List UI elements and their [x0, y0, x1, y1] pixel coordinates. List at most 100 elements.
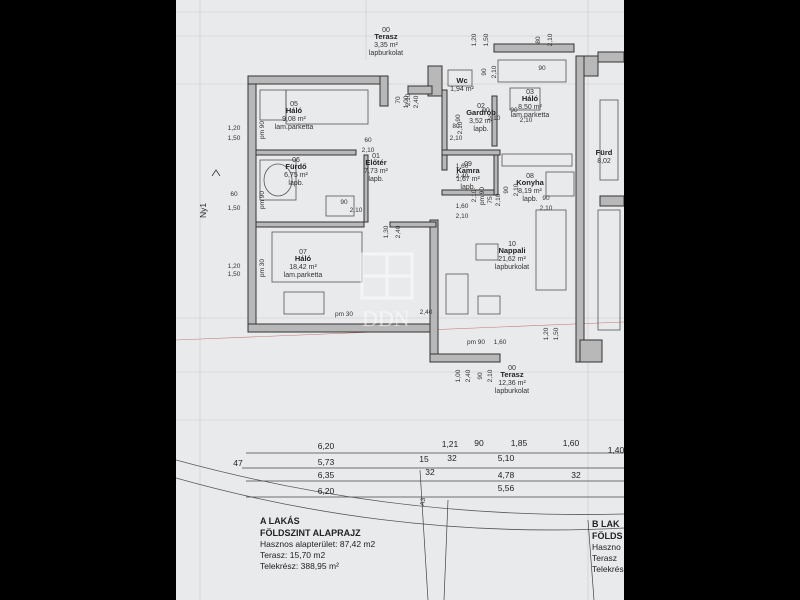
- room-name: Háló: [522, 94, 539, 103]
- opening-size: 1,30: [383, 225, 390, 238]
- room-floor: lapb.: [522, 196, 537, 203]
- room-area: 8,50 m²: [518, 104, 542, 111]
- opening-size: 2,10: [487, 369, 494, 382]
- room-area: 8,02: [597, 158, 611, 165]
- room-area: 1,94 m²: [450, 86, 474, 93]
- room-number: 02: [477, 103, 485, 110]
- opening-size: 2,10: [450, 135, 463, 142]
- opening-size: 2,40: [456, 173, 469, 180]
- dimension-value: 32: [425, 467, 435, 477]
- opening-size: 2,10: [405, 93, 412, 106]
- room-floor: lapb.: [368, 176, 383, 183]
- room-floor: lapb.: [473, 126, 488, 133]
- opening-size: 2,10: [488, 115, 501, 122]
- room-number: 00: [382, 27, 390, 34]
- opening-size: 60: [230, 191, 238, 198]
- opening-size: pm 90: [479, 187, 486, 205]
- room-floor: lapb.: [460, 184, 475, 191]
- room-name: Konyha: [516, 178, 544, 187]
- section-marker: A3: [419, 497, 427, 506]
- dimension-value: 1,40: [608, 445, 624, 455]
- opening-size: 1,50: [228, 135, 241, 142]
- room-number: 06: [292, 157, 300, 164]
- room-area: 7,73 m²: [364, 168, 388, 175]
- room-area: 21,62 m²: [498, 256, 526, 263]
- opening-size: pm 90: [259, 121, 266, 139]
- walls: [247, 43, 624, 363]
- opening-size: 1,20: [228, 125, 241, 132]
- room-number: 08: [526, 173, 534, 180]
- opening-size: 75: [487, 196, 494, 204]
- room-number: 05: [290, 101, 298, 108]
- room-name: Háló: [295, 254, 312, 263]
- room-floor: lapburkolat: [495, 388, 529, 395]
- opening-size: 80: [452, 123, 460, 130]
- opening-size: 2,10: [456, 213, 469, 220]
- dimension-value: 90: [474, 438, 484, 448]
- room-name: Előtér: [365, 158, 386, 167]
- room-area: 9,08 m²: [282, 116, 306, 123]
- title-b-unit: B LAK: [592, 519, 620, 529]
- opening-size: 1,60: [456, 203, 469, 210]
- title-b-terrace: Terasz: [592, 553, 617, 563]
- title-floor: FÖLDSZINT ALAPRAJZ: [260, 528, 361, 538]
- room-name: Fürd: [596, 148, 613, 157]
- room-area: 12,36 m²: [498, 380, 526, 387]
- dimension-value: 5,73: [318, 457, 335, 467]
- opening-size: pm 90: [467, 339, 485, 346]
- sheet-grid: [176, 0, 624, 600]
- dimension-value: 47: [233, 458, 243, 468]
- room-floor: lapb.: [288, 180, 303, 187]
- room-name: Terasz: [374, 32, 397, 41]
- opening-size: 70: [395, 96, 402, 104]
- opening-size: 90: [510, 107, 518, 114]
- dimension-value: 1,21: [442, 439, 459, 449]
- title-b-useful-area: Haszno: [592, 542, 621, 552]
- opening-size: 1,20: [471, 33, 478, 46]
- title-block-a: A LAKÁS FÖLDSZINT ALAPRAJZ Hasznos alapt…: [260, 516, 376, 571]
- opening-size: 2,10: [520, 117, 533, 124]
- dimension-value: 6,35: [318, 470, 335, 480]
- opening-size: 2,40: [420, 309, 433, 316]
- room-number: 00: [508, 365, 516, 372]
- dimension-value: 4,78: [498, 470, 515, 480]
- room-area: 8,19 m²: [518, 188, 542, 195]
- title-unit: A LAKÁS: [260, 516, 300, 526]
- dimension-value: 5,10: [498, 453, 515, 463]
- opening-size: 90: [481, 68, 488, 76]
- opening-size: 2,10: [495, 193, 502, 206]
- opening-size: 1,00: [455, 369, 462, 382]
- opening-size: 1,20: [543, 327, 550, 340]
- opening-size: 2,10: [471, 189, 478, 202]
- room-area: 3,35 m²: [374, 42, 398, 49]
- room-floor: lam.parketta: [275, 124, 314, 131]
- opening-size: 2,10: [350, 207, 363, 214]
- dimension-value: 6,20: [318, 441, 335, 451]
- opening-size: 1,00: [403, 95, 410, 108]
- room-number: 09: [464, 161, 472, 168]
- opening-size: 1,50: [553, 327, 560, 340]
- room-name: Fürdő: [285, 162, 307, 171]
- axis-label: Ny1: [198, 203, 208, 218]
- room-floor: lam.parketta: [284, 272, 323, 279]
- opening-size: 2,10: [457, 121, 464, 134]
- room-floor: lapburkolat: [495, 264, 529, 271]
- room-name: Gardrób: [466, 108, 496, 117]
- opening-size: 80: [535, 36, 542, 44]
- room-floor: lam.parketta: [511, 112, 550, 119]
- room-floor: lapburkolat: [369, 50, 403, 57]
- axis-marker-icon: [211, 169, 221, 177]
- opening-size: 90: [503, 186, 510, 194]
- title-block-b: B LAK FÖLDS Haszno Terasz Telekrés: [592, 519, 624, 574]
- room-area: 18,42 m²: [289, 264, 317, 271]
- opening-size: 90: [455, 114, 462, 122]
- title-plot-share: Telekrész: 388,95 m²: [260, 561, 339, 571]
- title-terrace: Terasz: 15,70 m2: [260, 550, 325, 560]
- dimension-value: 1,85: [511, 438, 528, 448]
- room-number: 01: [372, 153, 380, 160]
- opening-size: 1,50: [228, 271, 241, 278]
- dimension-lines: [176, 452, 624, 600]
- room-name: Wc: [456, 76, 467, 85]
